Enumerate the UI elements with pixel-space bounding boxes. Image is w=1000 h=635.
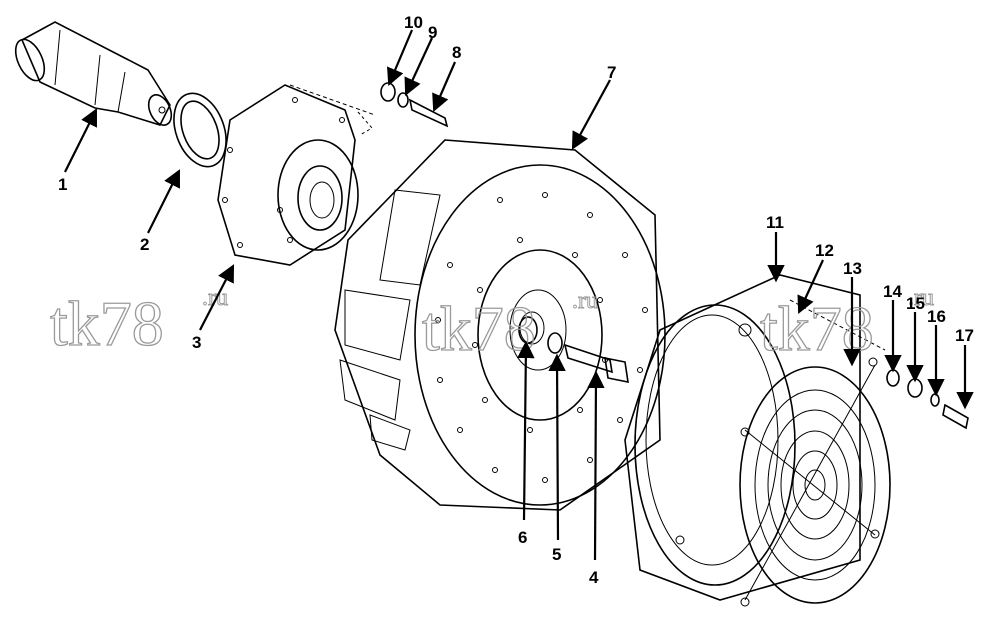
part-guard-grille [739,357,891,607]
callout-2: 2 [140,235,149,254]
leader-3 [199,264,235,331]
leader-5 [548,353,566,541]
leader-6 [517,340,535,521]
leader-2 [147,169,180,234]
watermark-right: tk78 [760,293,874,364]
callout-labels: 1 2 3 4 5 6 7 8 9 10 11 12 13 14 15 16 1… [58,13,974,587]
watermarks: tk78 .ru tk78 .ru tk78 .ru [49,285,934,365]
leader-1 [64,108,97,173]
callout-7: 7 [607,63,616,82]
callout-16: 16 [927,307,946,326]
callout-8: 8 [452,43,461,62]
part-right-fasteners [886,369,969,430]
part-hub-plate [217,84,376,266]
leader-8 [432,61,457,113]
callout-9: 9 [428,23,437,42]
callout-17: 17 [955,326,974,345]
callout-15: 15 [906,294,925,313]
part-bolt [563,343,629,384]
callout-4: 4 [589,568,599,587]
callout-5: 5 [552,545,561,564]
watermark-center: tk78 [422,293,536,364]
leader-12 [797,259,824,314]
watermark-left-suffix: .ru [202,285,228,311]
leader-7 [571,79,611,150]
leader-4 [587,370,605,561]
callout-6: 6 [518,528,527,547]
leader-10 [387,29,414,87]
watermark-left: tk78 [50,288,164,359]
watermark-center-suffix: .ru [572,288,598,314]
callout-3: 3 [192,333,201,352]
callout-1: 1 [58,175,67,194]
callout-10: 10 [404,13,423,32]
blower-wheel-holes [435,192,648,483]
callout-11: 11 [766,213,784,232]
leader-9 [404,37,433,96]
callout-leaders [64,29,974,561]
watermark-right-suffix: .ru [908,285,934,311]
callout-13: 13 [843,259,862,278]
part-motor-shaft [14,21,173,126]
callout-12: 12 [815,241,834,260]
callout-14: 14 [883,282,902,301]
part-top-fasteners [357,82,449,136]
part-ring-gasket [173,92,227,168]
